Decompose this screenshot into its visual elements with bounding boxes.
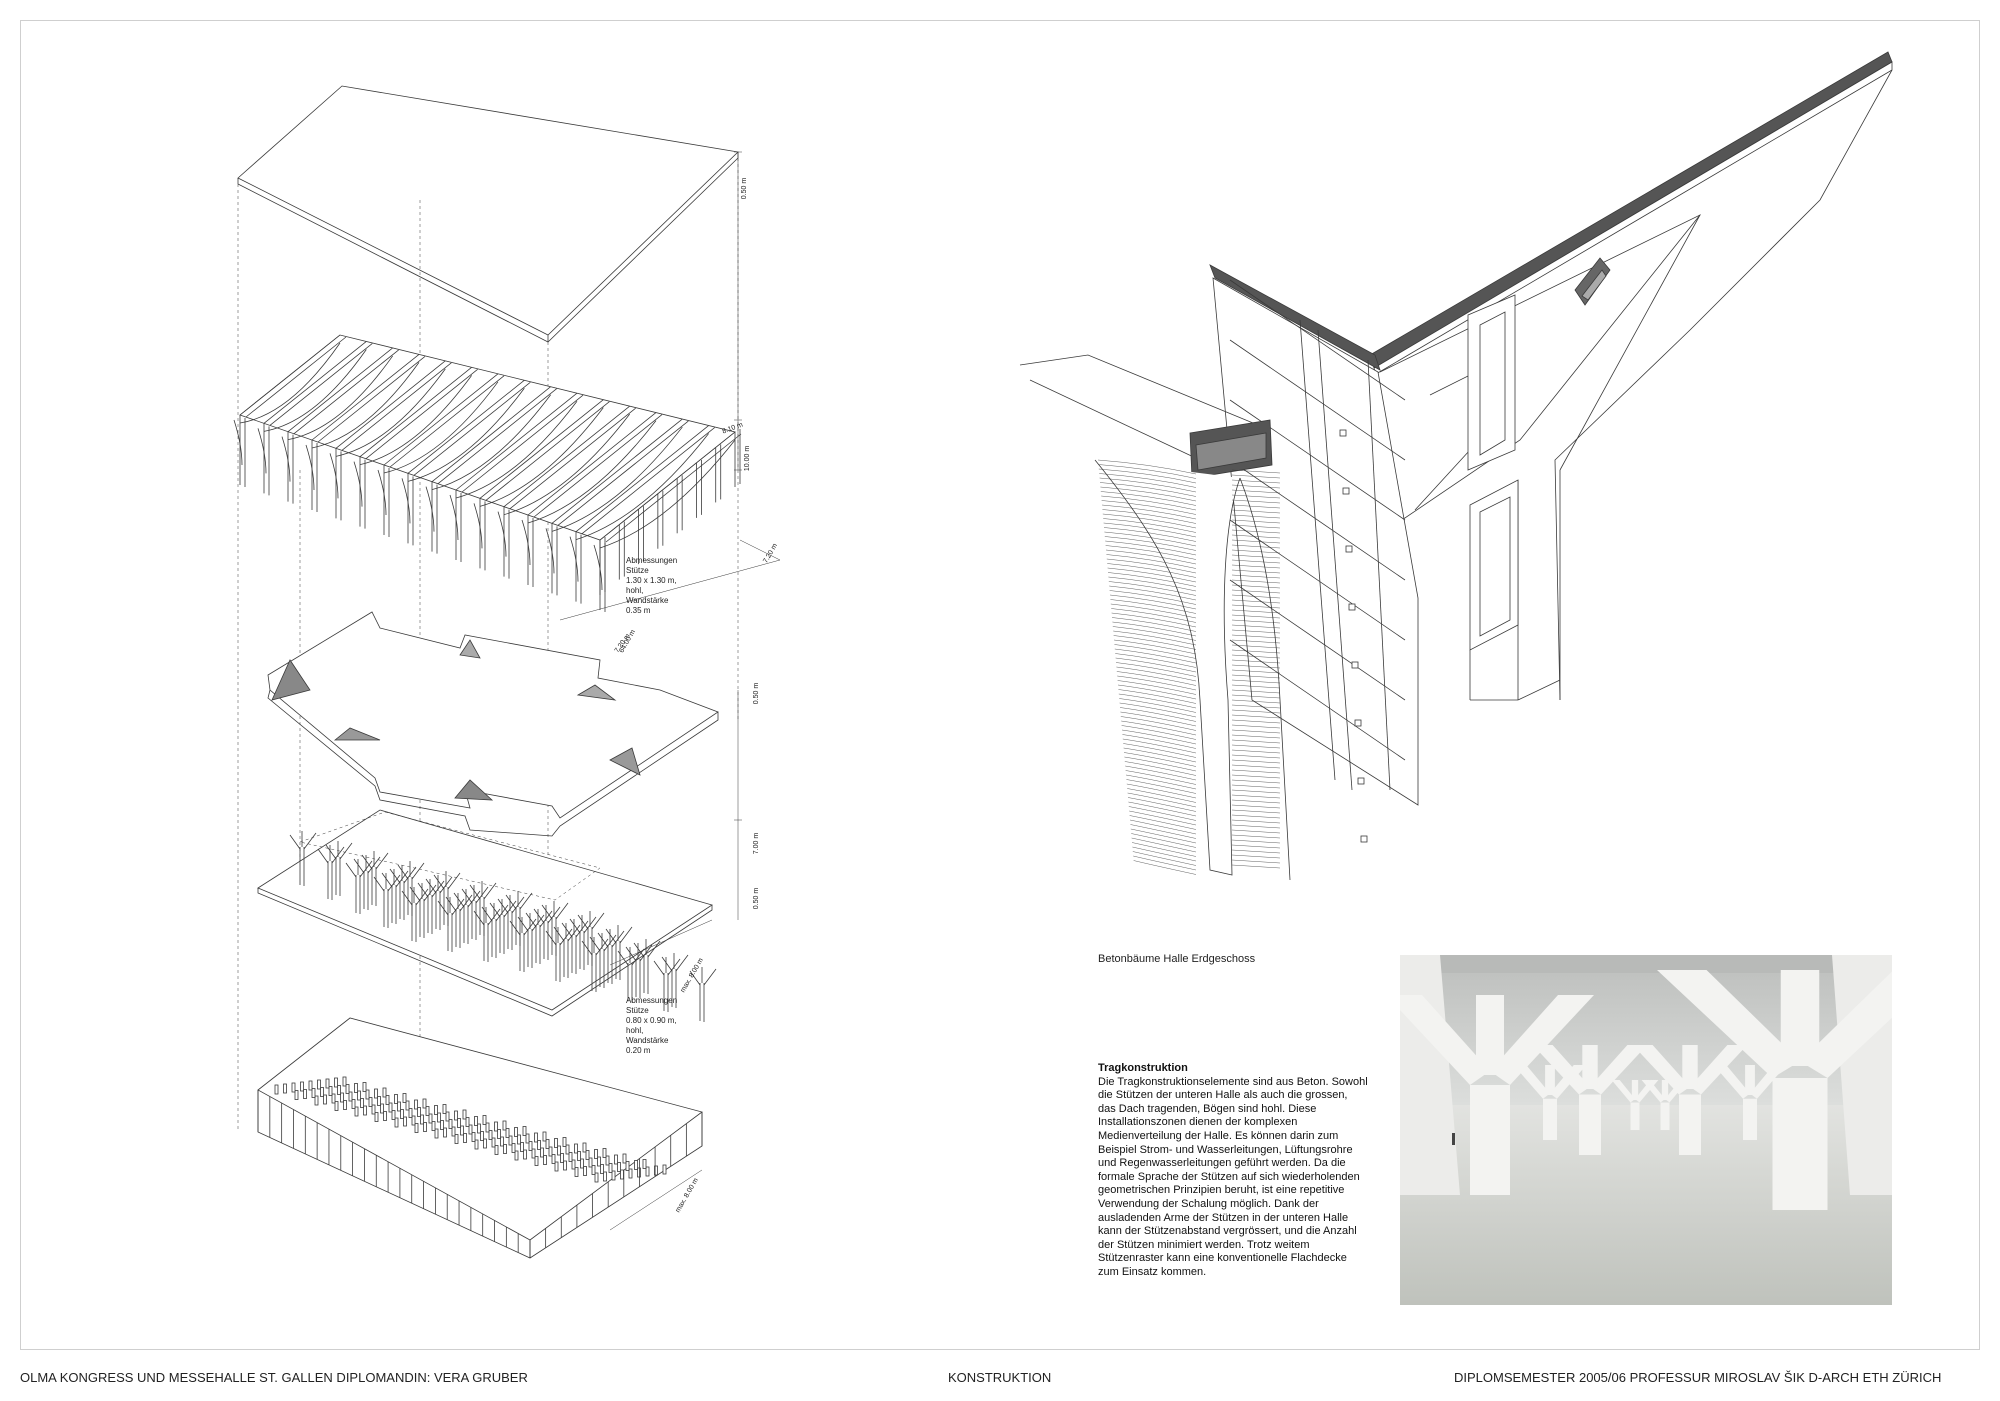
note-line: 0.20 m — [626, 1046, 651, 1055]
footer-credits: DIPLOMSEMESTER 2005/06 PROFESSUR MIROSLA… — [1454, 1370, 1942, 1385]
lower-column-note: Abmessungen Stütze 0.80 x 0.90 m, hohl, … — [626, 996, 677, 1056]
foundation-grid — [257, 1017, 703, 1259]
note-line: Abmessungen — [626, 996, 678, 1005]
upper-column-note: Abmessungen Stütze 1.30 x 1.30 m, hohl, … — [626, 556, 677, 616]
note-line: Abmessungen — [626, 556, 678, 565]
structure-description: Tragkonstruktion Die Tragkonstruktionsel… — [1098, 1062, 1368, 1280]
note-line: hohl, — [626, 586, 644, 595]
concrete-tree-hall-image — [1400, 955, 1892, 1305]
lower-wall — [1019, 354, 1291, 881]
description-heading: Tragkonstruktion — [1098, 1062, 1188, 1074]
note-line: 0.80 x 0.90 m, — [626, 1016, 677, 1025]
corrugated-wall — [1097, 459, 1281, 875]
roof-cantilever — [1369, 51, 1893, 701]
note-line: 0.35 m — [626, 606, 651, 615]
upper-floor-slab — [267, 611, 719, 837]
description-body: Die Tragkonstruktionselemente sind aus B… — [1098, 1075, 1368, 1278]
render-caption: Betonbäume Halle Erdgeschoss — [1098, 953, 1256, 965]
note-line: 1.30 x 1.30 m, — [626, 576, 677, 585]
dimension-lines — [559, 151, 781, 1231]
sheet-border — [20, 20, 1980, 1350]
note-line: Stütze — [626, 566, 649, 575]
facade-glazing — [1209, 264, 1419, 843]
note-line: Wandstärke — [626, 596, 669, 605]
note-line: Stütze — [626, 1006, 649, 1015]
interior-rendering — [1400, 955, 1892, 1305]
note-line: hohl, — [626, 1026, 644, 1035]
roof-arch-structure — [233, 334, 742, 612]
footer-title: KONSTRUKTION — [948, 1370, 1052, 1385]
footer-project: OLMA KONGRESS UND MESSEHALLE ST. GALLEN … — [20, 1370, 528, 1385]
note-line: Wandstärke — [626, 1036, 669, 1045]
ground-floor-columns — [257, 809, 717, 1022]
